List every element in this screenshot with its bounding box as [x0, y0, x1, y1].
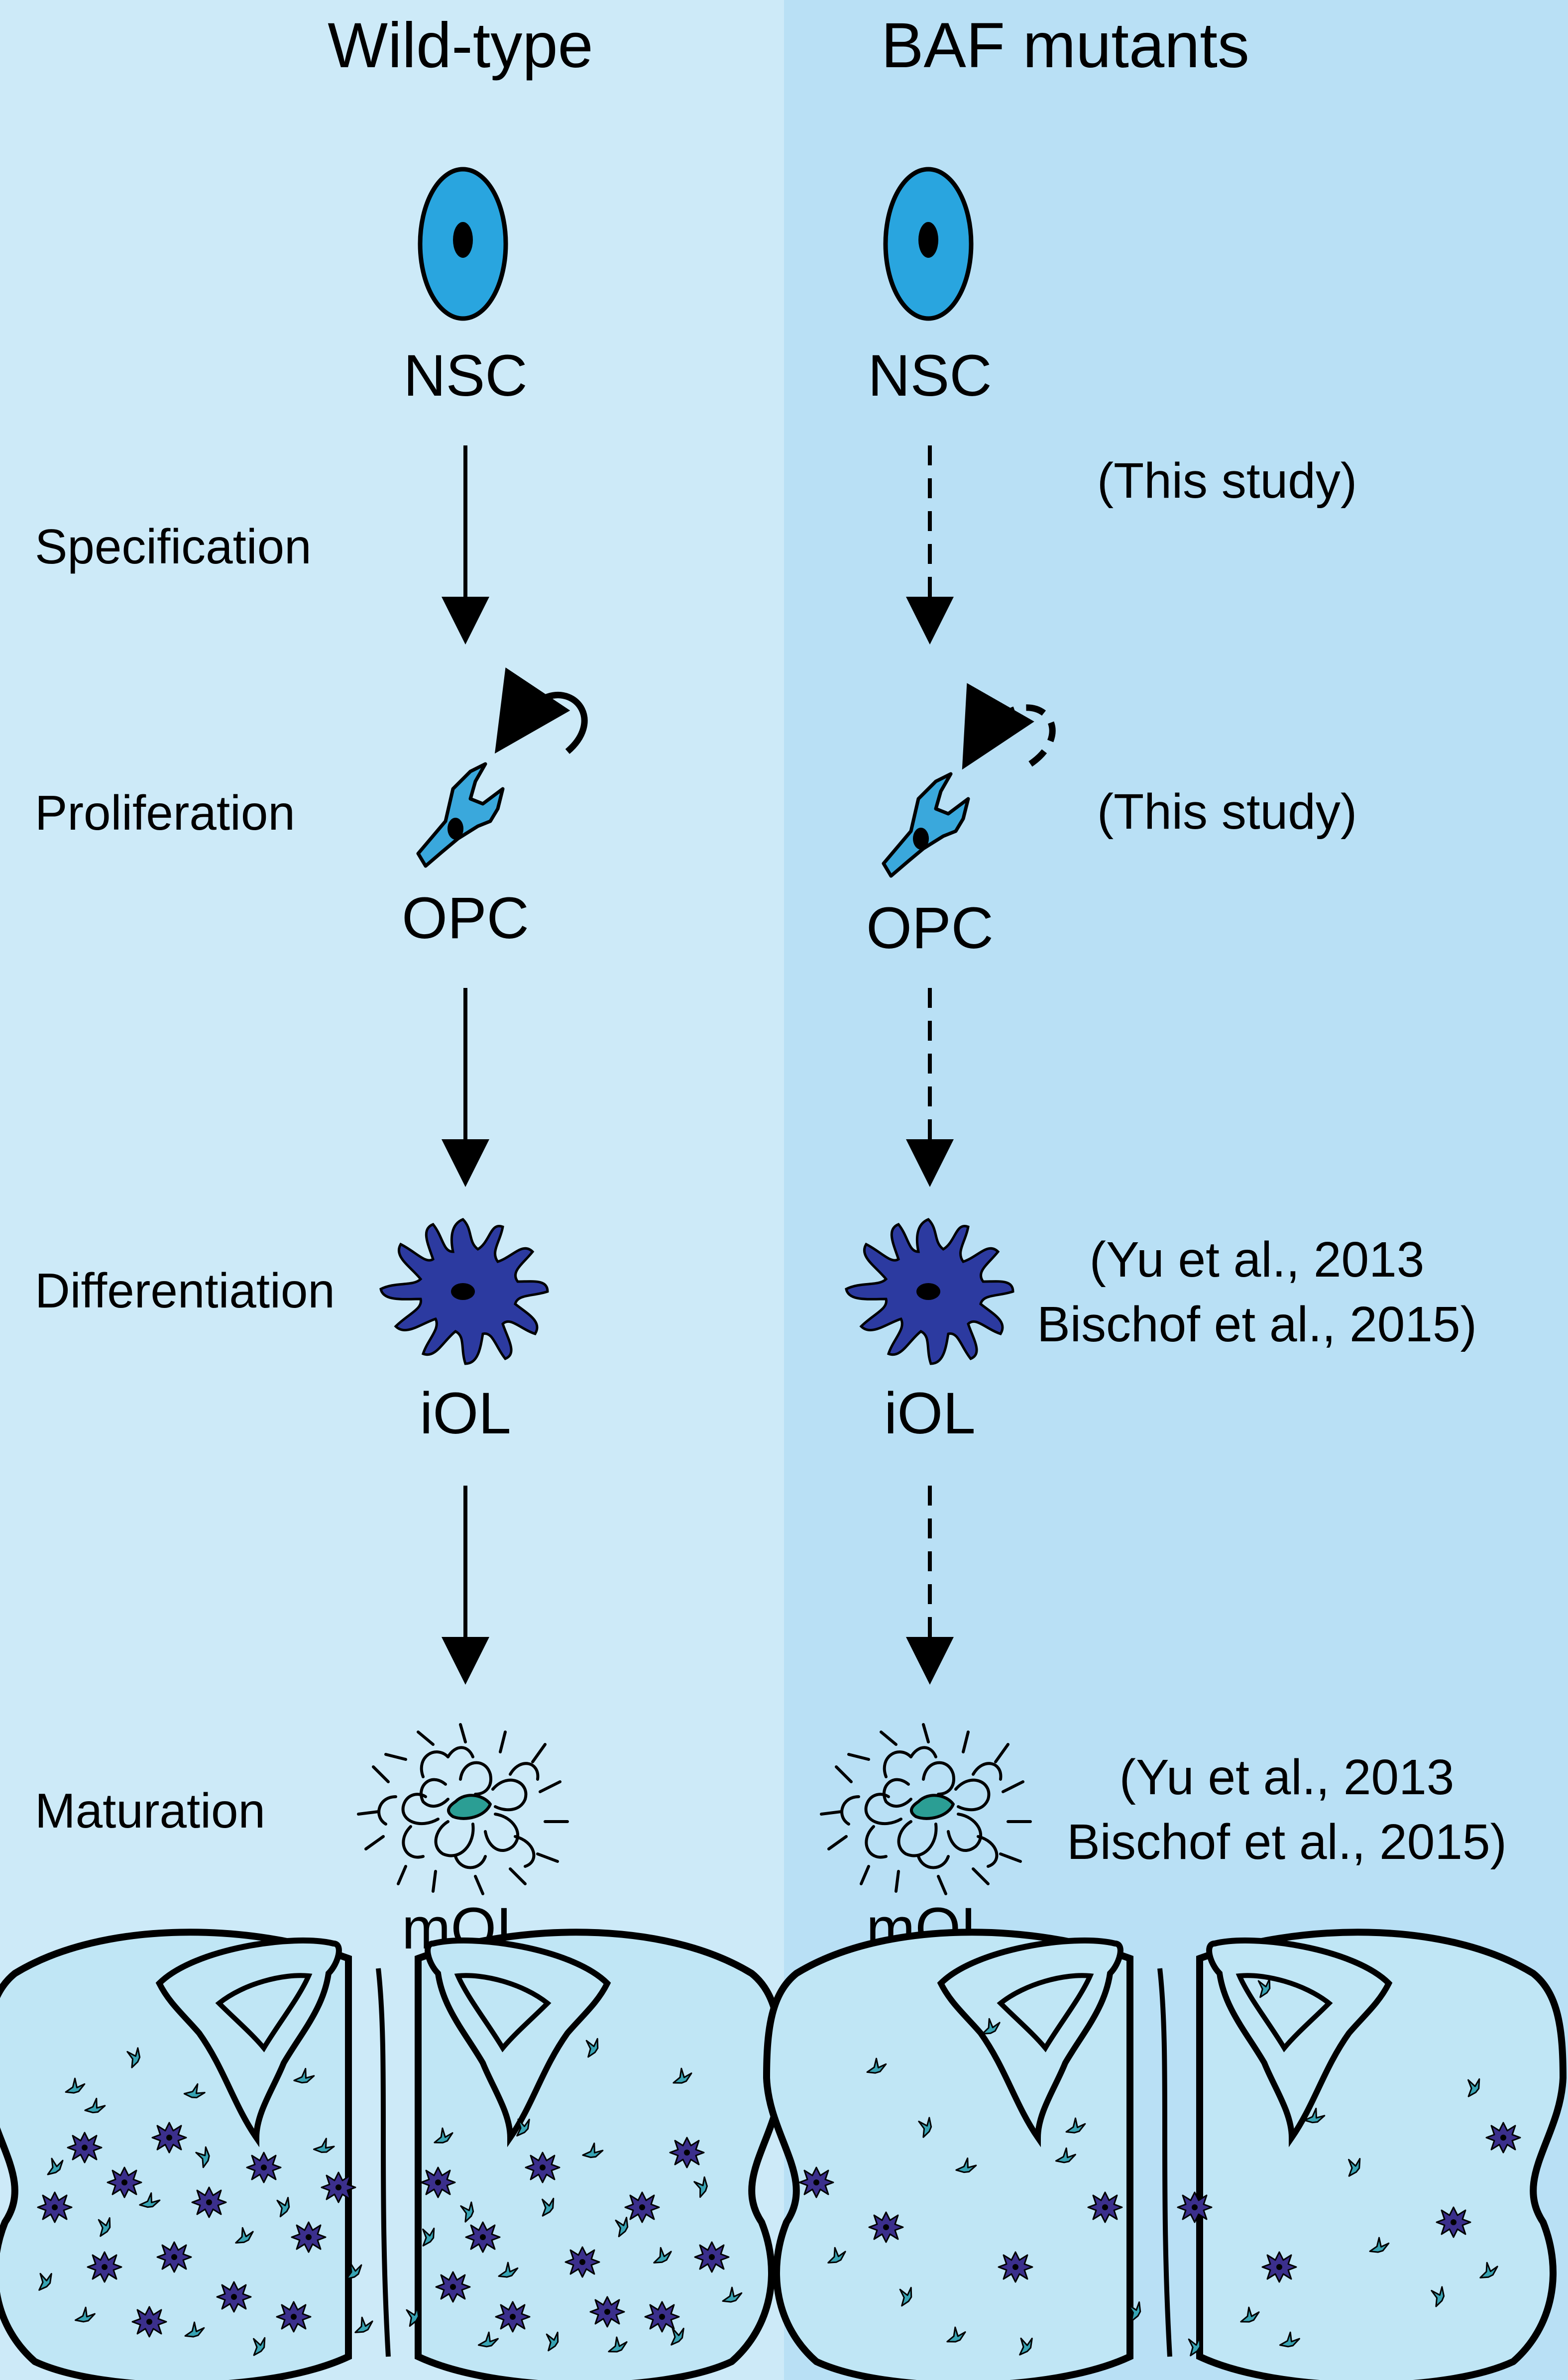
brain-iol-marker	[1485, 2122, 1521, 2154]
brain-iol-marker	[998, 2251, 1033, 2283]
brain-iol-marker	[1177, 2191, 1213, 2223]
stage-label-proliferation: Proliferation	[35, 785, 295, 840]
mutant-iol-label: iOL	[884, 1381, 976, 1446]
brain-iol-marker	[644, 2301, 680, 2333]
ref-differentiation-line2: Bischof et al., 2015)	[1037, 1297, 1477, 1352]
opc-label: OPC	[402, 885, 529, 951]
brain-iol-marker	[798, 2166, 834, 2198]
wild-type-title: Wild-type	[328, 10, 593, 81]
ref-proliferation: (This study)	[1097, 784, 1357, 840]
brain-iol-marker	[495, 2301, 531, 2333]
ref-maturation-line2: Bischof et al., 2015)	[1067, 1814, 1507, 1870]
brain-iol-marker	[107, 2166, 142, 2198]
mutant-nsc-cell-icon	[886, 169, 971, 319]
iol-label: iOL	[420, 1381, 511, 1446]
stage-label-differentiation: Differentiation	[35, 1263, 335, 1318]
brain-iol-marker	[37, 2191, 73, 2223]
brain-iol-marker	[868, 2211, 904, 2243]
brain-iol-marker	[1087, 2191, 1123, 2223]
brain-iol-marker	[191, 2186, 227, 2218]
brain-iol-marker	[291, 2221, 327, 2253]
brain-iol-marker	[694, 2241, 730, 2273]
nsc-cell-icon	[420, 169, 506, 319]
ref-maturation-line1: (Yu et al., 2013	[1120, 1749, 1455, 1805]
brain-iol-marker	[321, 2171, 356, 2203]
brain-iol-marker	[624, 2191, 660, 2223]
brain-iol-marker	[589, 2296, 625, 2328]
ref-differentiation-line1: (Yu et al., 2013	[1090, 1232, 1425, 1288]
brain-iol-marker	[465, 2221, 501, 2253]
brain-iol-marker	[669, 2137, 705, 2168]
brain-iol-marker	[151, 2122, 187, 2154]
brain-iol-marker	[435, 2271, 471, 2303]
baf-mutants-title: BAF mutants	[881, 10, 1249, 81]
brain-iol-marker	[420, 2166, 456, 2198]
brain-iol-marker	[216, 2281, 252, 2313]
brain-iol-marker	[276, 2301, 312, 2333]
mutant-nsc-label: NSC	[868, 343, 992, 409]
brain-iol-marker	[564, 2246, 600, 2278]
stage-label-maturation: Maturation	[35, 1783, 265, 1838]
stage-label-specification: Specification	[35, 519, 312, 574]
nsc-label: NSC	[403, 343, 527, 409]
brain-iol-marker	[1436, 2206, 1471, 2238]
brain-iol-marker	[156, 2241, 192, 2273]
ref-specification: (This study)	[1097, 453, 1357, 509]
self-renewal-arrow	[494, 667, 588, 754]
brain-iol-marker	[87, 2251, 122, 2283]
brain-iol-marker	[525, 2152, 560, 2183]
brain-iol-marker	[131, 2306, 167, 2338]
brain-iol-marker	[246, 2152, 282, 2183]
mutant-opc-label: OPC	[866, 895, 994, 961]
brain-iol-marker	[1261, 2251, 1297, 2283]
brain-iol-marker	[67, 2132, 103, 2164]
